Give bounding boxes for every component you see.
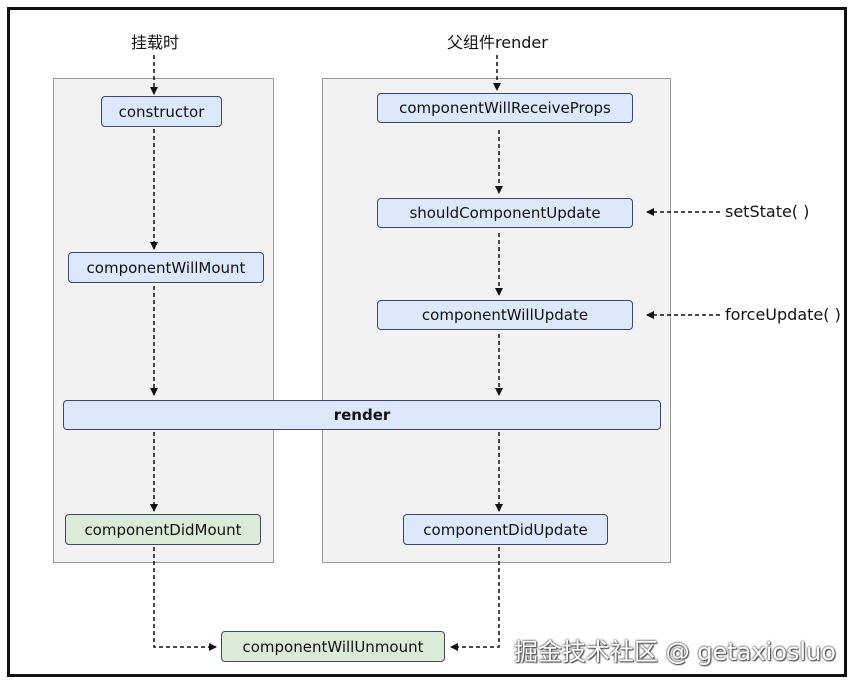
setstate-label: setState( ) [725,202,810,221]
component-did-mount-node: componentDidMount [65,514,261,545]
arrow-didupdate-to-unmount [450,547,500,651]
component-will-mount-node: componentWillMount [68,252,264,283]
constructor-node: constructor [101,96,222,127]
mount-phase-group [53,78,274,563]
forceupdate-label: forceUpdate( ) [725,305,841,324]
should-component-update-node: shouldComponentUpdate [377,198,633,228]
component-will-update-node: componentWillUpdate [377,300,633,330]
arrow-didmount-to-unmount [153,547,217,651]
watermark: 掘金技术社区 @ getaxiosluo [514,638,836,666]
component-will-unmount-node: componentWillUnmount [221,631,445,662]
parent-render-trigger-label: 父组件render [447,33,548,52]
render-node: render [63,400,661,430]
mount-trigger-label: 挂载时 [131,33,180,52]
component-will-receive-props-node: componentWillReceiveProps [377,93,633,123]
component-did-update-node: componentDidUpdate [403,514,608,545]
